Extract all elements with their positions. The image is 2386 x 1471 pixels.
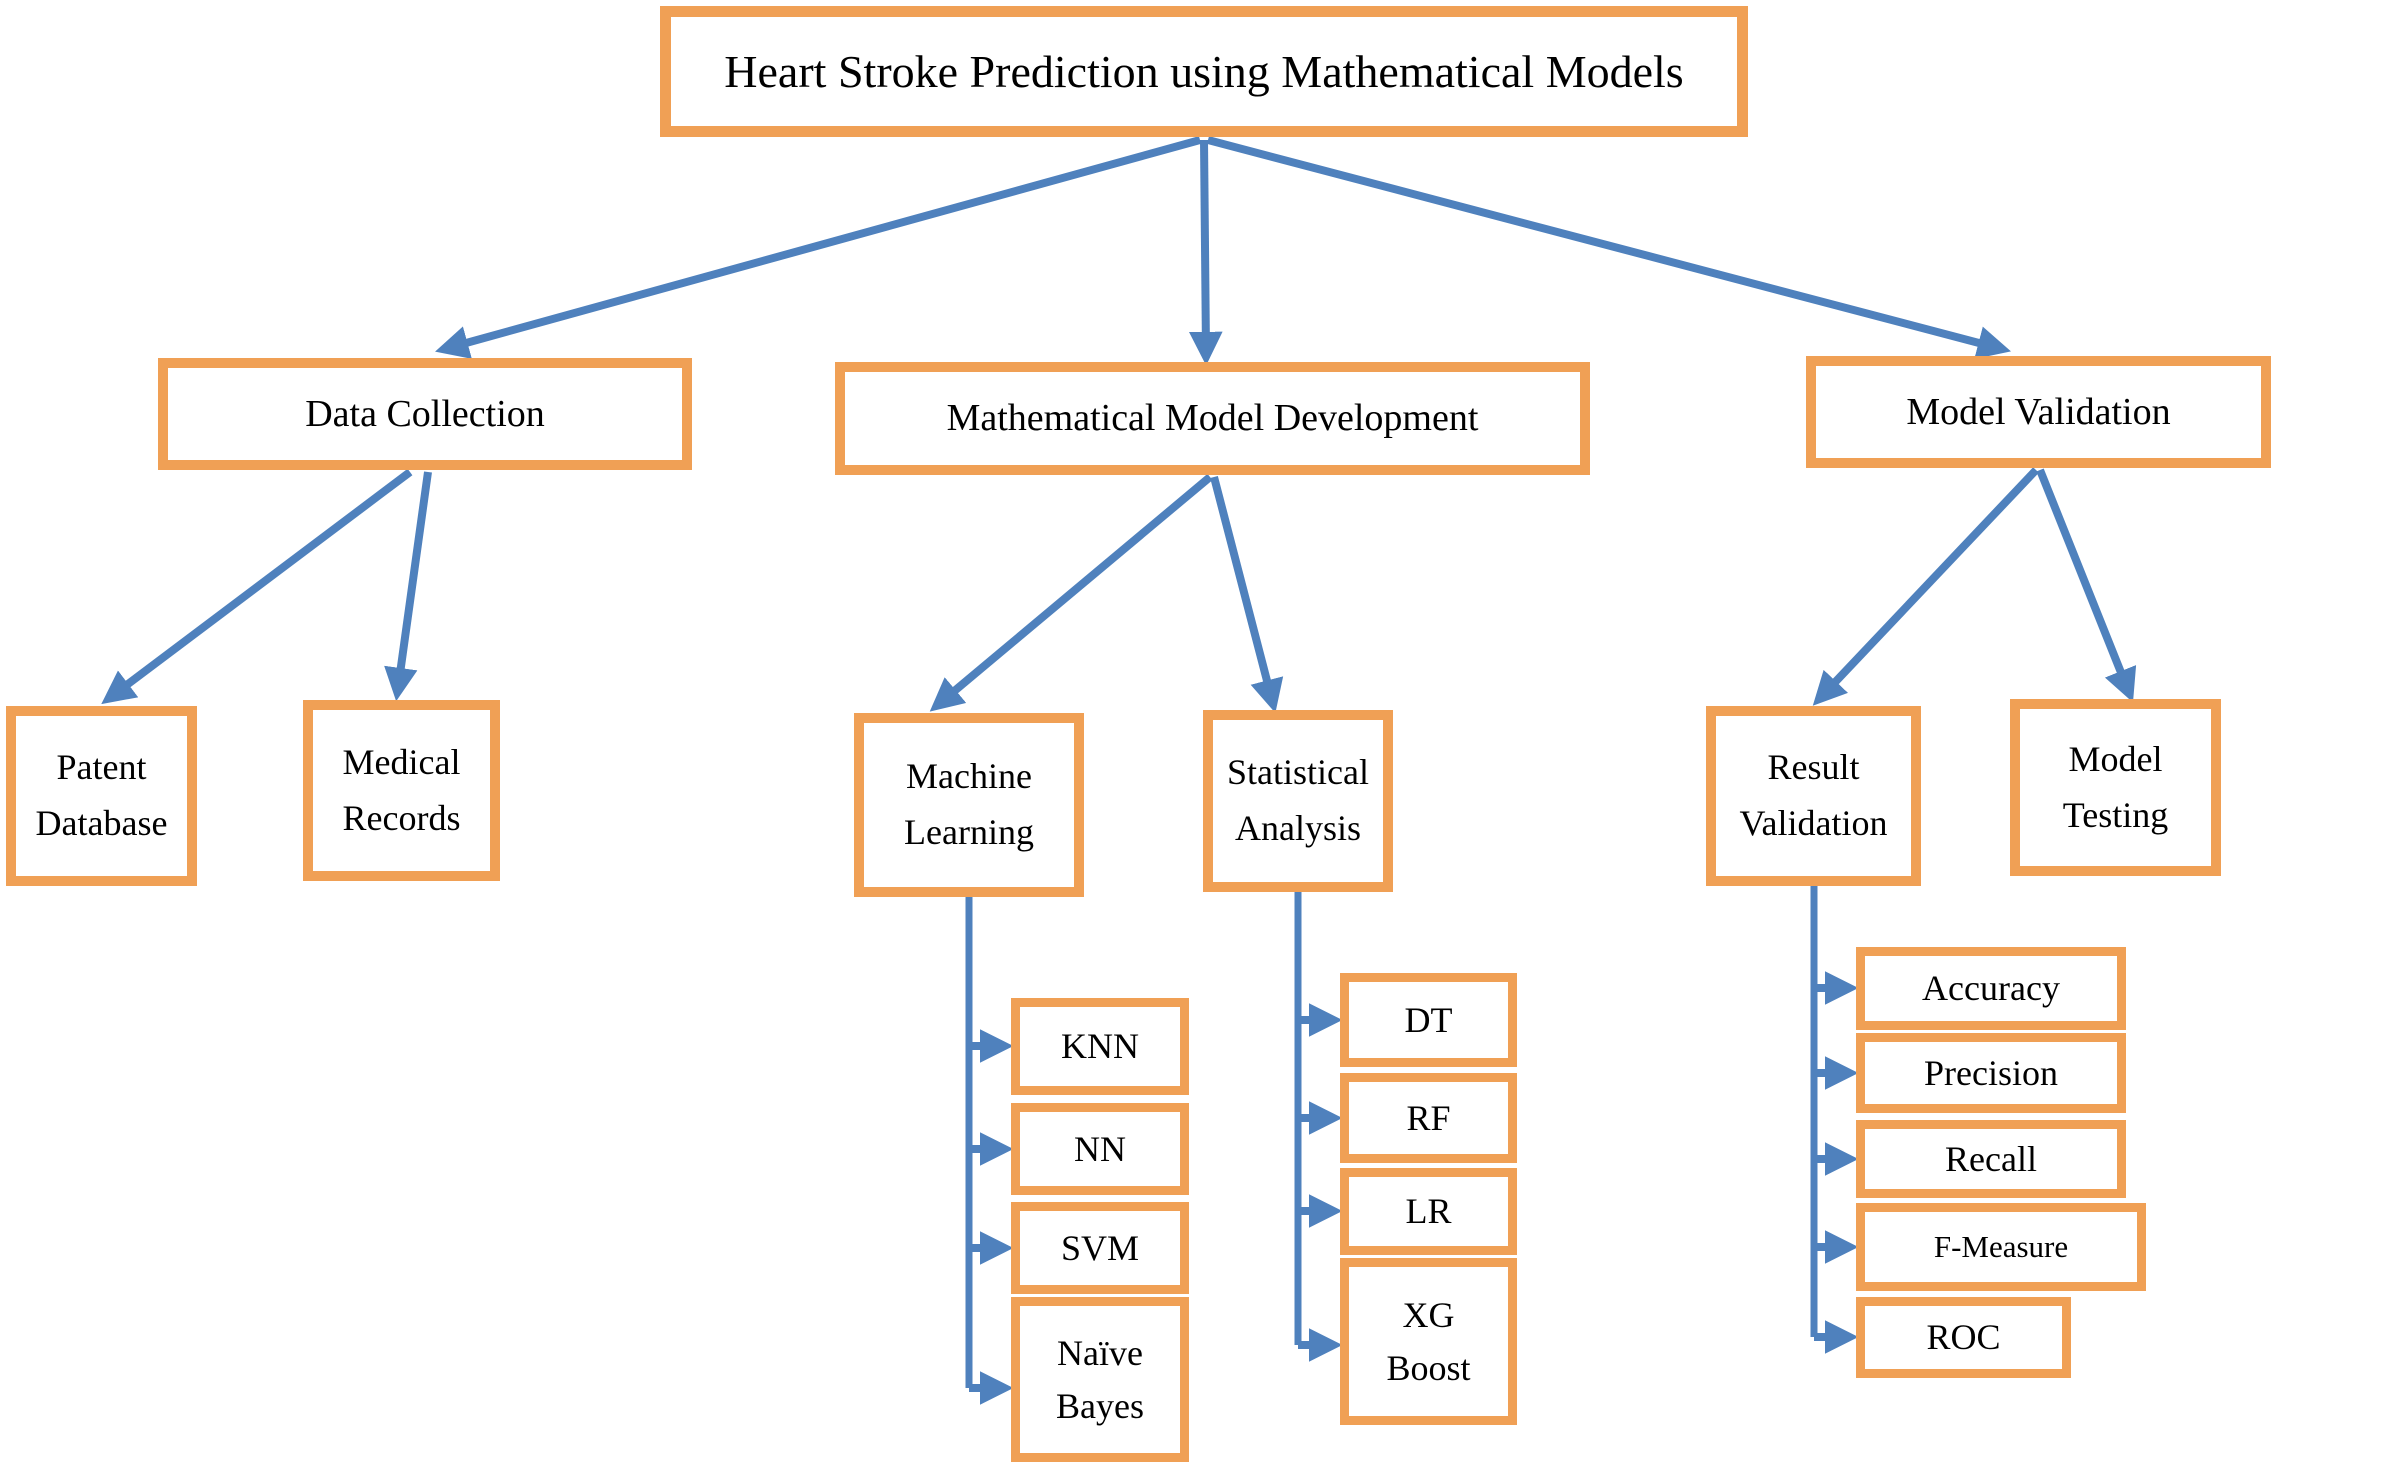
arrow-title-to-model-development bbox=[1189, 139, 1223, 366]
list-item-recall-label: Recall bbox=[1945, 1138, 2037, 1179]
node-result-validation-label: Result Validation bbox=[1739, 747, 1888, 843]
list-item-lr: LR bbox=[1340, 1168, 1517, 1255]
list-item-xg-boost-label: XG Boost bbox=[1386, 1295, 1471, 1388]
list-item-precision: Precision bbox=[1856, 1033, 2126, 1113]
arrow-data-collection-to-medical-records bbox=[384, 471, 432, 702]
list-item-naive-bayes: Naïve Bayes bbox=[1011, 1297, 1189, 1462]
list-item-precision-label: Precision bbox=[1924, 1052, 2058, 1093]
node-data-collection-label: Data Collection bbox=[305, 392, 545, 435]
list-item-svm: SVM bbox=[1011, 1202, 1189, 1294]
node-title-label: Heart Stroke Prediction using Mathematic… bbox=[724, 46, 1684, 97]
arrow-model-validation-to-result-validation bbox=[1812, 467, 2039, 706]
node-model-validation-label: Model Validation bbox=[1906, 390, 2171, 433]
list-item-rf: RF bbox=[1340, 1073, 1517, 1163]
node-statistical-analysis: Statistical Analysis bbox=[1203, 710, 1393, 892]
arrow-title-to-data-collection bbox=[435, 136, 1202, 359]
list-item-roc-label: ROC bbox=[1926, 1317, 2001, 1358]
arrow-model-validation-to-model-testing bbox=[2036, 468, 2137, 703]
node-model-testing: Model Testing bbox=[2010, 699, 2221, 876]
list-item-accuracy-label: Accuracy bbox=[1922, 968, 2060, 1009]
node-result-validation: Result Validation bbox=[1706, 706, 1921, 886]
node-mathematical-model-development-label: Mathematical Model Development bbox=[946, 397, 1479, 439]
arrow-data-collection-to-patent-database bbox=[101, 468, 413, 705]
list-item-roc: ROC bbox=[1856, 1297, 2071, 1378]
list-item-knn-label: KNN bbox=[1061, 1026, 1139, 1067]
list-item-rf-label: RF bbox=[1406, 1097, 1451, 1138]
list-item-lr-label: LR bbox=[1405, 1191, 1452, 1232]
node-patent-database-label: Patent Database bbox=[35, 747, 168, 843]
arrow-model-development-to-statistical-analysis bbox=[1210, 475, 1284, 714]
node-medical-records: Medical Records bbox=[303, 700, 500, 881]
list-item-accuracy: Accuracy bbox=[1856, 947, 2126, 1030]
list-item-f-measure-label: F-Measure bbox=[1933, 1228, 2069, 1264]
list-item-nn: NN bbox=[1011, 1103, 1189, 1195]
list-item-nn-label: NN bbox=[1074, 1128, 1126, 1169]
node-machine-learning: Machine Learning bbox=[854, 713, 1084, 897]
node-machine-learning-label: Machine Learning bbox=[904, 756, 1034, 852]
arrow-model-development-to-machine-learning bbox=[929, 473, 1213, 712]
list-item-xg-boost: XG Boost bbox=[1340, 1258, 1517, 1425]
list-item-dt-label: DT bbox=[1404, 999, 1453, 1040]
list-item-f-measure: F-Measure bbox=[1856, 1203, 2146, 1291]
arrow-title-to-model-validation bbox=[1206, 136, 2011, 360]
list-item-dt: DT bbox=[1340, 973, 1517, 1067]
node-medical-records-label: Medical Records bbox=[342, 741, 461, 838]
node-statistical-analysis-label: Statistical Analysis bbox=[1227, 752, 1369, 848]
list-item-knn: KNN bbox=[1011, 998, 1189, 1095]
list-item-svm-label: SVM bbox=[1060, 1227, 1140, 1268]
node-data-collection: Data Collection bbox=[158, 358, 692, 470]
node-model-validation: Model Validation bbox=[1806, 356, 2271, 468]
node-mathematical-model-development: Mathematical Model Development bbox=[835, 362, 1590, 475]
node-patent-database: Patent Database bbox=[6, 706, 197, 886]
node-model-testing-label: Model Testing bbox=[2062, 738, 2169, 835]
list-item-naive-bayes-label: Naïve Bayes bbox=[1056, 1333, 1144, 1426]
node-title: Heart Stroke Prediction using Mathematic… bbox=[660, 6, 1748, 137]
list-item-recall: Recall bbox=[1856, 1120, 2126, 1198]
